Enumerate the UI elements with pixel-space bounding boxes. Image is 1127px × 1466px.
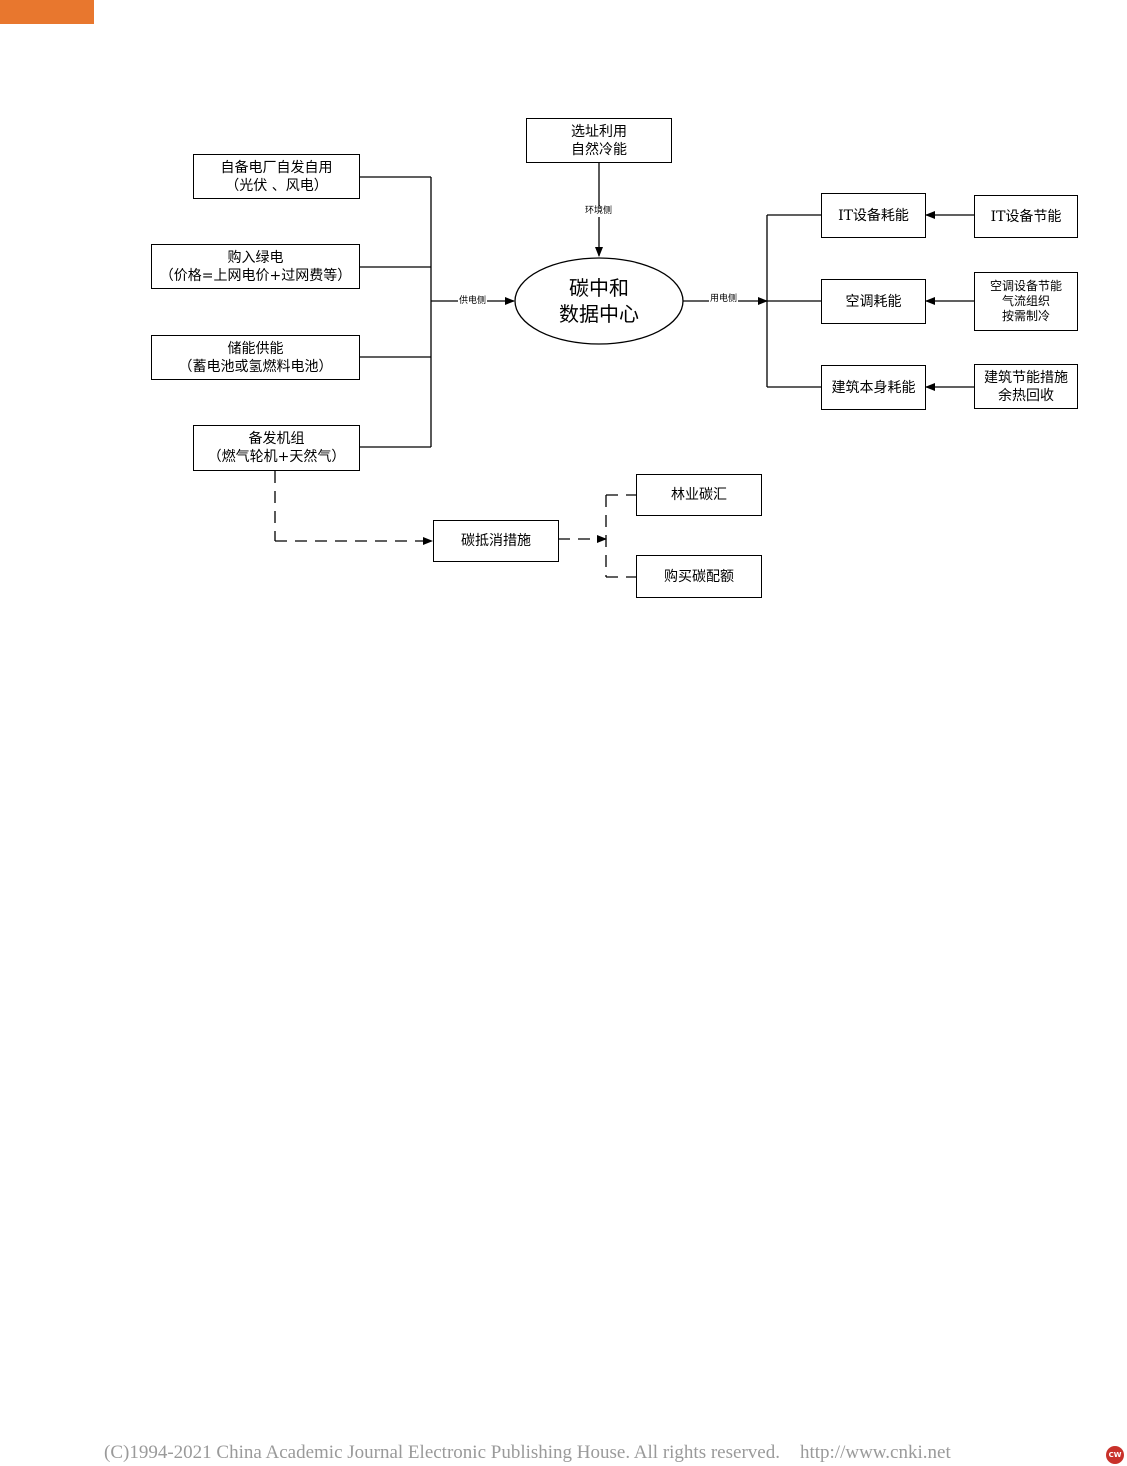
supply-node-backup-generator: 备发机组 （燃气轮机+天然气） <box>193 425 360 471</box>
saving-node-hvac: 空调设备节能 气流组织 按需制冷 <box>974 272 1078 331</box>
supply-node-energy-storage: 储能供能 （蓄电池或氢燃料电池） <box>151 335 360 380</box>
node-line: 选址利用 <box>571 123 627 140</box>
node-line: （光伏 、风电） <box>225 177 328 194</box>
node-line: 储能供能 <box>227 340 284 357</box>
demand-node-it: IT设备耗能 <box>821 193 926 238</box>
node-line: 备发机组 <box>248 431 305 447</box>
node-line: 林业碳汇 <box>671 487 727 503</box>
node-line: 购买碳配额 <box>664 568 734 585</box>
center-node-line1: 碳中和 <box>569 276 629 300</box>
node-line: 碳抵消措施 <box>461 533 531 549</box>
node-line: IT设备节能 <box>990 208 1062 225</box>
natural-cooling-node: 选址利用 自然冷能 <box>526 118 672 163</box>
cnki-link[interactable]: http://www.cnki.net <box>799 1442 951 1463</box>
cnki-logo-icon: CW <box>1106 1446 1124 1464</box>
node-line: （燃气轮机+天然气） <box>207 449 346 465</box>
node-line: 建筑节能措施 <box>984 369 1068 386</box>
node-line: 空调耗能 <box>845 293 902 310</box>
copyright-text: (C)1994-2021 China Academic Journal Elec… <box>104 1442 780 1463</box>
center-node: 碳中和 数据中心 <box>515 258 683 344</box>
supply-node-self-generation: 自备电厂自发自用 （光伏 、风电） <box>193 154 360 199</box>
node-line: 按需制冷 <box>1001 309 1050 323</box>
offset-option-forestry: 林业碳汇 <box>636 474 762 516</box>
copyright-footer: (C)1994-2021 China Academic Journal Elec… <box>104 1442 951 1464</box>
header-accent-bar <box>0 0 94 24</box>
node-line: 购入绿电 <box>227 249 284 266</box>
demand-node-building: 建筑本身耗能 <box>821 365 926 410</box>
supply-side-label: 供电侧 <box>458 296 488 307</box>
offset-option-quota: 购买碳配额 <box>636 555 762 598</box>
demand-side-label: 用电侧 <box>709 294 739 305</box>
node-line: IT设备耗能 <box>838 207 909 224</box>
node-line: 自备电厂自发自用 <box>220 159 333 176</box>
node-line: 建筑本身耗能 <box>831 379 916 396</box>
node-line: 余热回收 <box>998 387 1054 404</box>
node-line: （价格=上网电价+过网费等） <box>159 267 352 284</box>
saving-node-it: IT设备节能 <box>974 195 1078 238</box>
node-line: 自然冷能 <box>571 141 627 158</box>
environment-side-label: 环境侧 <box>584 206 614 217</box>
carbon-offset-node: 碳抵消措施 <box>433 520 559 562</box>
demand-node-hvac: 空调耗能 <box>821 279 926 324</box>
node-line: （蓄电池或氢燃料电池） <box>178 358 333 375</box>
center-node-line2: 数据中心 <box>559 302 639 326</box>
connector-layer <box>274 162 974 578</box>
saving-node-building: 建筑节能措施 余热回收 <box>974 364 1078 409</box>
supply-node-green-power: 购入绿电 （价格=上网电价+过网费等） <box>151 244 360 289</box>
node-line: 空调设备节能 <box>989 279 1062 293</box>
node-line: 气流组织 <box>1001 294 1050 308</box>
